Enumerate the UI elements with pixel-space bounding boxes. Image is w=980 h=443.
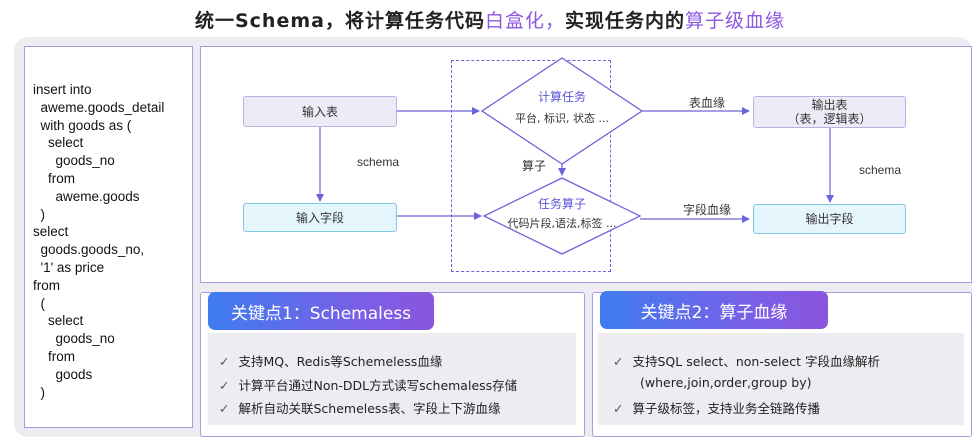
- task-operator-text: 任务算子 代码片段,语法,标签 ...: [492, 195, 632, 231]
- schema-right-label: schema: [859, 163, 902, 177]
- input-field-label: 输入字段: [295, 210, 344, 225]
- page-title: 统一Schema，将计算任务代码白盒化，实现任务内的算子级血缘: [0, 6, 980, 33]
- sql-code-line: from: [33, 349, 76, 364]
- sql-code-line: with goods as (: [33, 117, 132, 133]
- schema-left-label: schema: [357, 155, 400, 169]
- sql-code-line: insert into: [33, 82, 92, 97]
- sql-code-line: aweme.goods: [33, 188, 140, 204]
- title-part1: 统一Schema，将计算任务代码: [194, 10, 485, 32]
- sql-code-line: goods: [33, 366, 93, 382]
- task-boundary-dashed-box: [451, 60, 611, 272]
- operator-label: 算子: [522, 159, 547, 173]
- sql-code-line: from: [33, 171, 76, 186]
- key-point-1-item: ✓支持MQ、Redis等Schemeless血缘: [219, 354, 443, 369]
- key-point-1-item: ✓计算平台通过Non-DDL方式读写schemaless存储: [219, 378, 518, 393]
- sql-code-line: goods.goods_no,: [33, 242, 145, 258]
- sql-code-line: ): [33, 206, 46, 222]
- sql-code-line: select: [33, 313, 84, 329]
- sql-code-line: goods_no: [33, 153, 115, 169]
- output-table-label: 输出表: [811, 98, 848, 112]
- key-point-1-item: ✓解析自动关联Schemeless表、字段上下游血缘: [219, 401, 501, 416]
- key-point-2-item: ✓算子级标签，支持业务全链路传播: [613, 401, 820, 416]
- title-highlight: 白盒化，: [484, 10, 565, 32]
- sql-code-line: goods_no: [33, 331, 115, 347]
- title-part2: 实现任务内的: [564, 10, 685, 32]
- sql-code-panel: insert into aweme.goods_detail with good…: [24, 46, 193, 428]
- input-table-label: 输入表: [301, 104, 338, 119]
- input-field-node: 输入字段: [243, 203, 397, 232]
- key-point-2-tab: 关键点2：算子血缘: [600, 291, 828, 329]
- key-point-2-body: [598, 333, 964, 425]
- compute-task-title: 计算任务: [537, 90, 586, 104]
- key-point-1-tab: 关键点1：Schemaless: [208, 292, 434, 330]
- check-icon: ✓: [219, 378, 230, 393]
- sql-code-line: '1' as price: [33, 260, 105, 275]
- compute-task-detail: 平台, 标识, 状态 ...: [515, 112, 609, 125]
- task-operator-detail: 代码片段,语法,标签 ...: [507, 217, 617, 230]
- sql-code-line: from: [33, 277, 60, 293]
- sql-code-line: select: [33, 224, 69, 240]
- sql-code-line: select: [33, 135, 84, 151]
- key-point-1-body: [208, 333, 576, 425]
- input-table-node: 输入表: [243, 96, 397, 127]
- check-icon: ✓: [613, 354, 624, 369]
- key-point-2-title: 关键点2：算子血缘: [640, 302, 788, 323]
- sql-code-line: (: [33, 295, 46, 311]
- output-table-sublabel: （表，逻辑表）: [787, 112, 872, 126]
- field-lineage-label: 字段血缘: [683, 203, 732, 217]
- key-point-2-item-continued: (where,join,order,group by): [640, 375, 812, 390]
- sql-code-line: aweme.goods_detail: [33, 99, 165, 115]
- compute-task-text: 计算任务 平台, 标识, 状态 ...: [492, 88, 632, 126]
- check-icon: ✓: [219, 401, 230, 416]
- task-operator-title: 任务算子: [537, 197, 586, 211]
- output-field-node: 输出字段: [753, 204, 906, 234]
- table-lineage-label: 表血缘: [689, 96, 726, 110]
- task-operator-diamond: [482, 177, 642, 255]
- key-point-1-title: 关键点1：Schemaless: [230, 303, 412, 324]
- sql-code-line: ): [33, 384, 46, 400]
- check-icon: ✓: [613, 401, 624, 416]
- output-table-node: 输出表 （表，逻辑表）: [753, 96, 906, 128]
- title-highlight2: 算子级血缘: [685, 10, 786, 32]
- output-field-label: 输出字段: [805, 212, 854, 226]
- key-point-2-item: ✓支持SQL select、non-select 字段血缘解析: [613, 354, 880, 369]
- check-icon: ✓: [219, 354, 230, 369]
